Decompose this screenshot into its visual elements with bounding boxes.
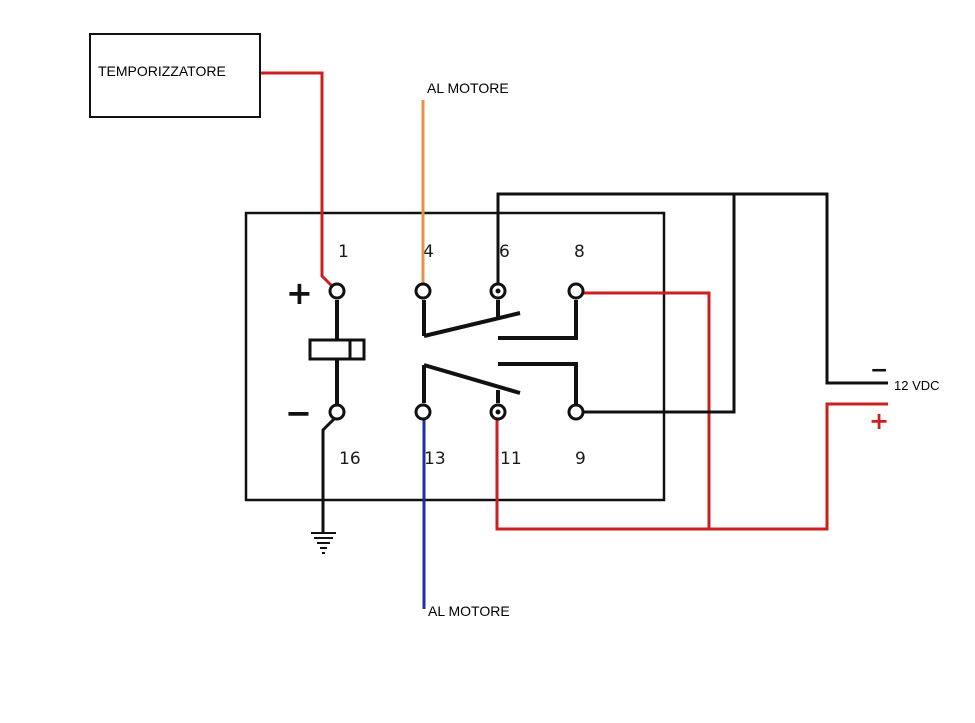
pin-label-6: 6 <box>499 242 510 262</box>
pin-label-8: 8 <box>574 242 585 262</box>
supply-voltage-label: 12 VDC <box>894 378 940 393</box>
supply-minus-sign: − <box>870 358 888 383</box>
coil-symbol <box>308 338 366 361</box>
pin-6-dot <box>495 288 501 294</box>
ground-icon <box>311 532 336 554</box>
pin-label-1: 1 <box>338 242 349 262</box>
wire-pin6-to-supply-minus <box>496 192 888 385</box>
motor-label-bottom: AL MOTORE <box>428 603 510 619</box>
contact-no-bottom <box>498 362 578 404</box>
pin-16 <box>328 403 346 421</box>
pin-1 <box>328 282 346 300</box>
pin-label-4: 4 <box>423 242 434 262</box>
timer-label: TEMPORIZZATORE <box>98 63 226 79</box>
contact-blade-top <box>423 311 521 338</box>
pin-4 <box>414 282 432 300</box>
supply-plus-sign: + <box>869 407 889 435</box>
motor-label-top: AL MOTORE <box>427 80 509 96</box>
pin-label-9: 9 <box>575 449 586 469</box>
pin-label-13: 13 <box>424 449 446 469</box>
wire-pin8-to-bus <box>580 291 711 529</box>
wire-pin16-to-ground <box>321 416 337 532</box>
contact-blade-bottom <box>423 363 521 395</box>
pin-label-11: 11 <box>500 449 522 469</box>
wire-pin9-to-bus <box>580 194 736 414</box>
contact-no-top <box>498 300 578 340</box>
pin-13 <box>414 403 432 421</box>
coil-minus-sign: − <box>285 394 312 432</box>
coil-plus-sign: + <box>286 274 313 312</box>
timer-box <box>89 33 261 118</box>
pin-label-16: 16 <box>339 449 361 469</box>
pin-8 <box>567 282 585 300</box>
pin-terminals <box>328 282 585 421</box>
relay-body <box>244 211 666 502</box>
wire-timer-to-pin1 <box>261 71 336 290</box>
pin-9 <box>567 403 585 421</box>
pin-11-dot <box>495 409 501 415</box>
wire-pin11-to-supply-plus <box>495 402 888 531</box>
